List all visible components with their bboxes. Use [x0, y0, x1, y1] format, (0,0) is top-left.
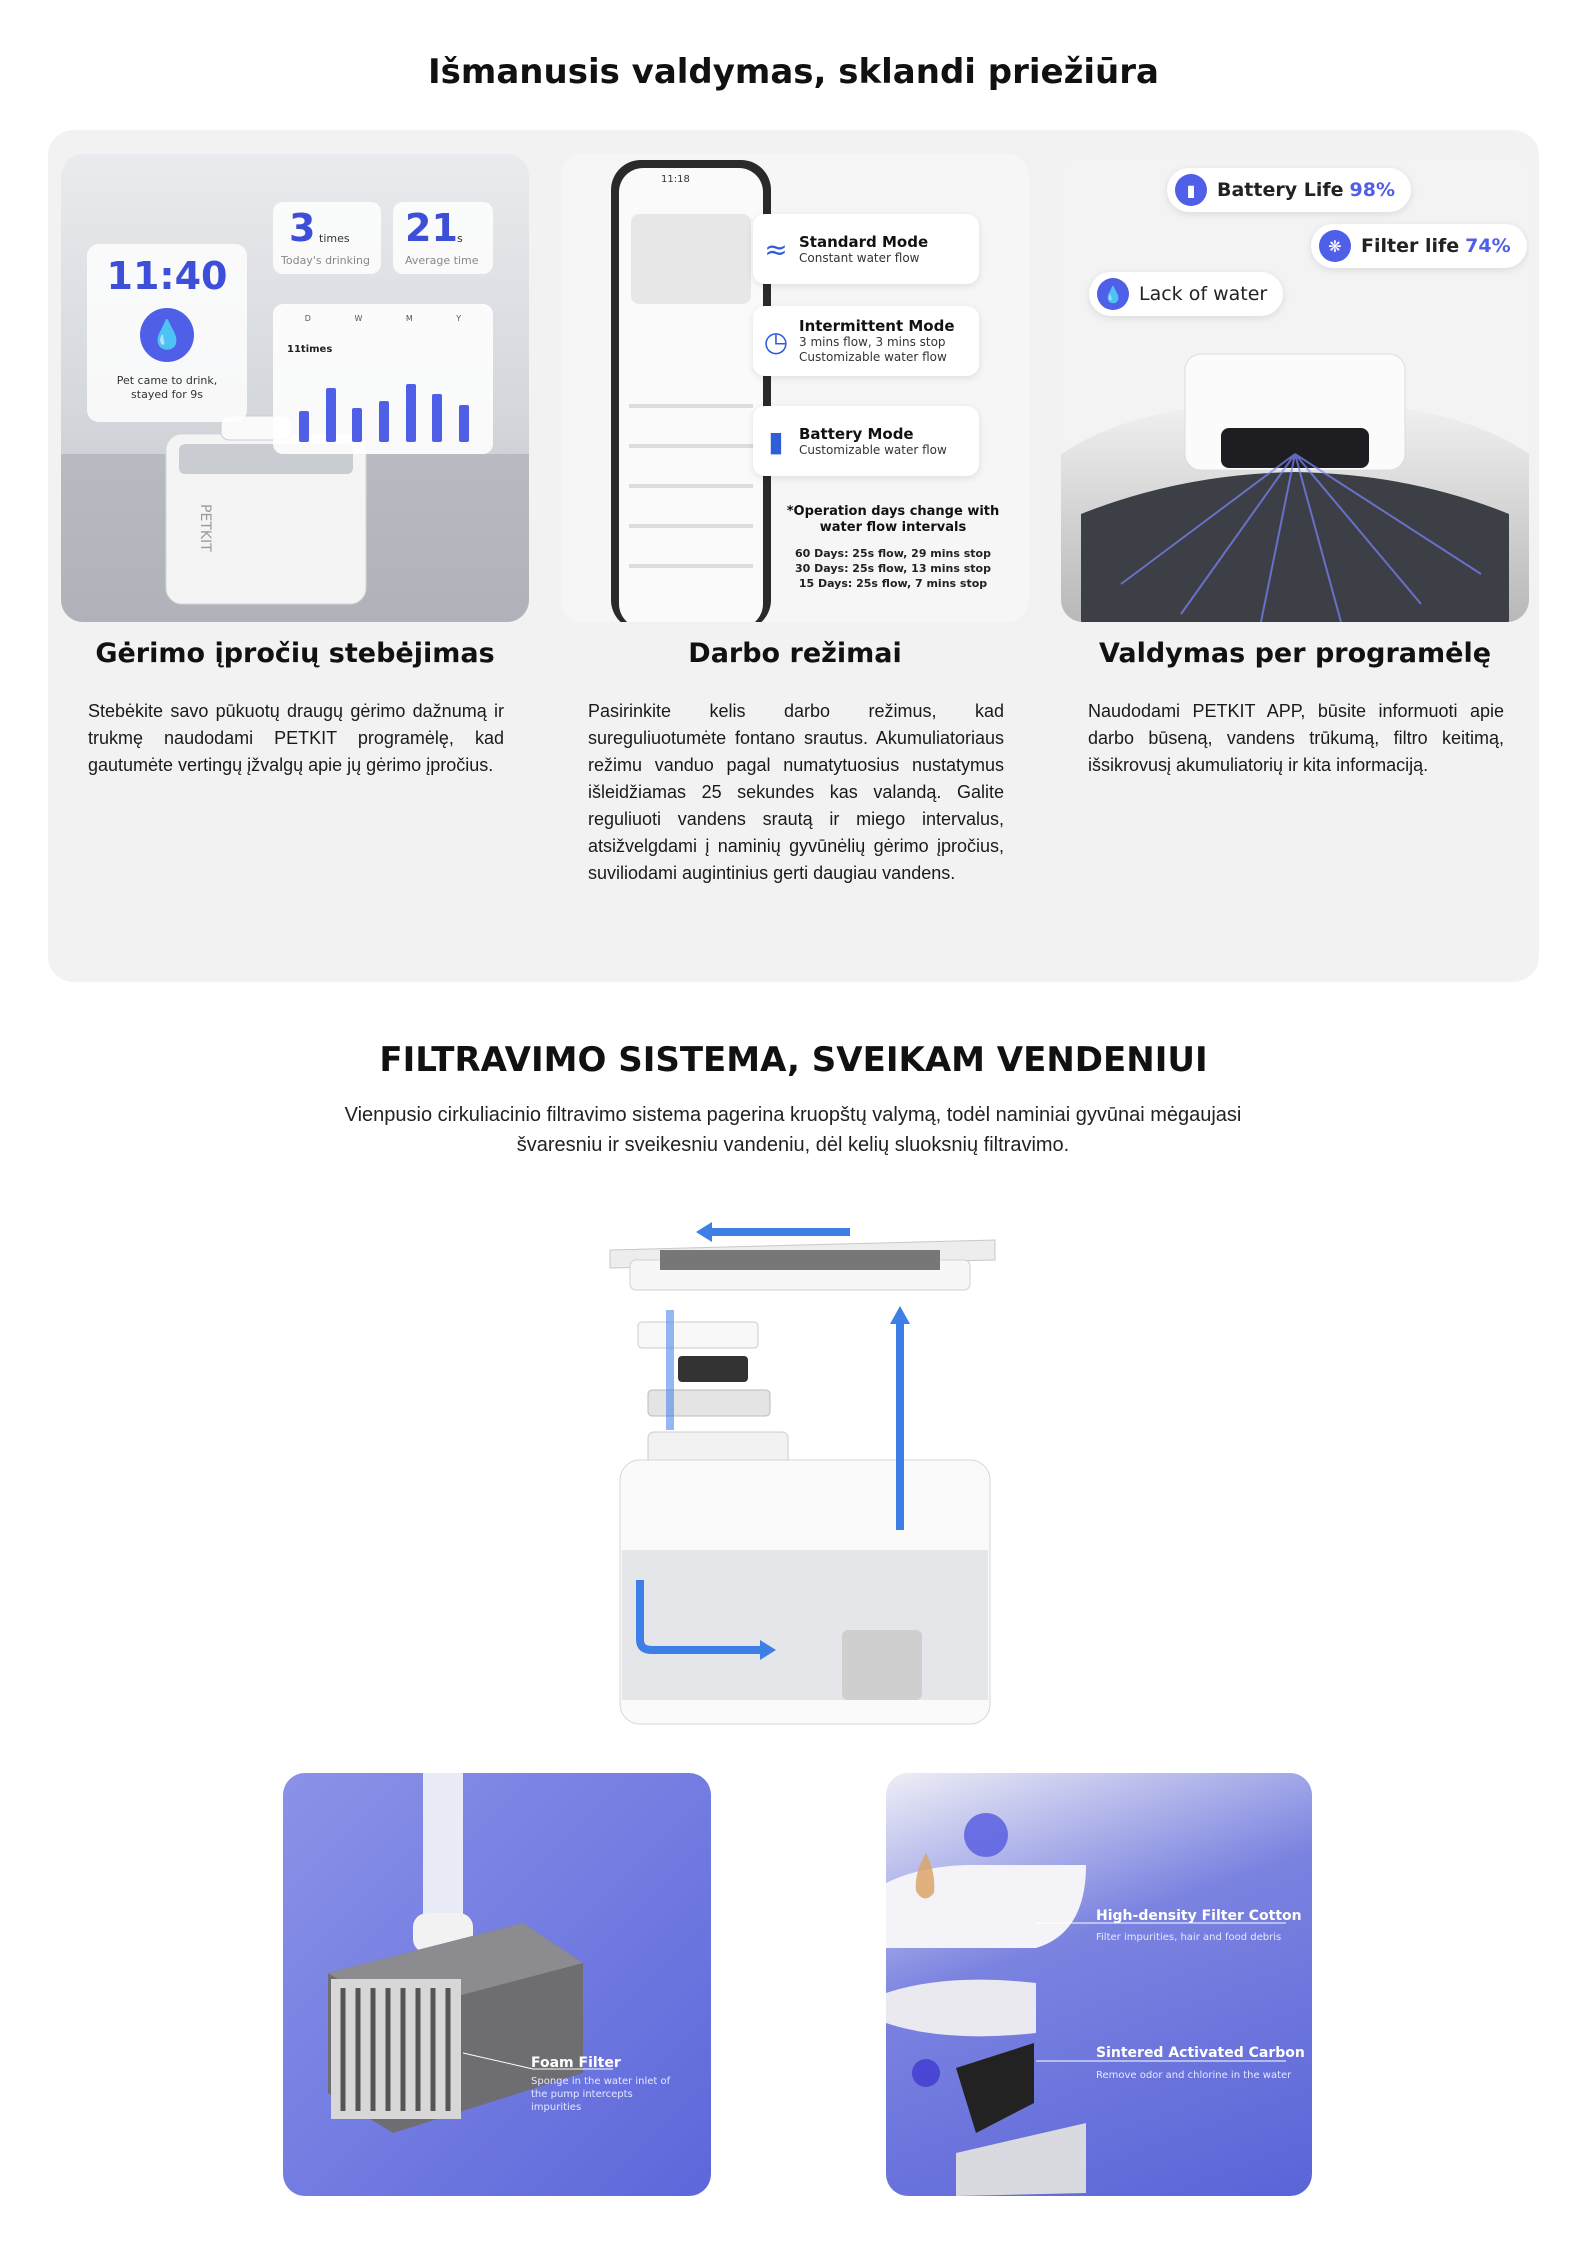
feature-text-modes: Pasirinkite kelis darbo režimus, kad sur… — [588, 701, 1004, 883]
phone-illustration — [611, 160, 771, 622]
phone-time: 11:18 — [661, 174, 690, 185]
feature-text-drinking: Stebėkite savo pūkuotų draugų gėrimo daž… — [88, 701, 504, 775]
chart-total: 11times — [287, 344, 333, 355]
filter-label: Filter life — [1361, 235, 1460, 257]
drinking-bars — [299, 374, 469, 442]
work-modes-image: 11:18 ≈ Standard Mode Constant water flo… — [561, 154, 1029, 622]
exploded-fountain-image — [600, 1210, 1010, 1730]
mode-card-battery: ▮ Battery Mode Customizable water flow — [753, 406, 979, 476]
drink-unit: times — [319, 232, 350, 245]
mode-card-standard: ≈ Standard Mode Constant water flow — [753, 214, 979, 284]
operation-note-lines: 60 Days: 25s flow, 29 mins stop 30 Days:… — [793, 546, 993, 591]
battery-icon: ▮ — [768, 424, 784, 458]
foam-filter-image: Foam Filter Sponge in the water inlet of… — [283, 1773, 711, 2196]
chart-tab: D — [304, 314, 311, 323]
drinking-bar — [379, 401, 389, 442]
filter-icon: ❋ — [1319, 230, 1351, 262]
average-label: Average time — [405, 254, 479, 267]
drinking-bar — [352, 408, 362, 442]
feature-title-modes: Darbo režimai — [688, 638, 902, 669]
average-value: 21 — [405, 206, 458, 250]
exploded-fountain-illustration — [609, 1222, 996, 1725]
activated-carbon-title: Sintered Activated Carbon — [1096, 2045, 1305, 2061]
clock-time: 11:40 — [106, 254, 228, 298]
water-drop-icon: 💧 — [140, 308, 194, 362]
lack-of-water-pill: 💧 Lack of water — [1089, 272, 1284, 316]
foam-filter-sub: Sponge in the water inlet of the pump in… — [531, 2076, 671, 2113]
water-drop-icon: 💧 — [1097, 278, 1129, 310]
battery-percent: 98% — [1349, 179, 1395, 201]
chart-tab: W — [354, 314, 363, 323]
battery-icon: ▮ — [1175, 174, 1207, 206]
filtration-description: Vienpusio cirkuliacinio filtravimo siste… — [344, 1104, 1242, 1156]
pet-note: Pet came to drink, stayed for 9s — [116, 374, 218, 401]
foam-filter-illustration — [328, 1773, 613, 2133]
mode-card-intermittent: ◷ Intermittent Mode 3 mins flow, 3 mins … — [753, 306, 979, 376]
operation-note-line: 15 Days: 25s flow, 7 mins stop — [798, 577, 988, 590]
section-title-filtration: FILTRAVIMO SISTEMA, SVEIKAM VENDENIUI — [379, 1040, 1208, 1080]
filter-life-pill: ❋ Filter life 74% — [1311, 224, 1527, 268]
brand-text: PETKIT — [197, 504, 213, 552]
drinking-habits-image: PETKIT 11:40 💧 Pet came to drink, stayed… — [61, 154, 529, 622]
battery-label: Battery Life — [1217, 179, 1344, 201]
mode-title: Battery Mode — [799, 424, 914, 443]
water-waves-icon: ≈ — [764, 232, 788, 266]
average-time-card: 21 s Average time — [393, 202, 493, 274]
drink-label: Today's drinking — [281, 254, 370, 267]
operation-note-title: *Operation days change with water flow i… — [786, 504, 1000, 535]
filter-cotton-sub: Filter impurities, hair and food debris — [1096, 1932, 1282, 1943]
filter-layers-image: High-density Filter Cotton Filter impuri… — [886, 1773, 1312, 2196]
chart-tab: M — [405, 314, 413, 323]
drinking-bar — [432, 394, 442, 442]
filter-cotton-title: High-density Filter Cotton — [1096, 1908, 1302, 1924]
mode-sub: 3 mins flow, 3 mins stop — [799, 335, 946, 349]
drinking-bar — [299, 411, 309, 442]
activated-carbon-sub: Remove odor and chlorine in the water — [1096, 2070, 1292, 2081]
mode-sub: Customizable water flow — [799, 442, 947, 457]
feature-title-app: Valdymas per programėlę — [1098, 638, 1492, 669]
filter-percent: 74% — [1465, 235, 1511, 257]
drinking-bar — [406, 384, 416, 442]
mode-sub: Customizable water flow — [799, 350, 947, 364]
foam-filter-title: Foam Filter — [531, 2055, 621, 2071]
chart-tab: Y — [456, 314, 462, 323]
average-unit: s — [457, 232, 463, 245]
feature-text-app: Naudodami PETKIT APP, būsite informuoti … — [1088, 701, 1504, 775]
section-title-smart-control: Išmanusis valdymas, sklandi priežiūra — [428, 52, 1159, 92]
operation-note-line: 30 Days: 25s flow, 13 mins stop — [795, 562, 991, 575]
fountain-top-illustration — [1061, 353, 1529, 622]
drink-count-card: 3 times Today's drinking — [273, 202, 381, 274]
drinking-bar — [459, 405, 469, 442]
battery-life-pill: ▮ Battery Life 98% — [1167, 168, 1411, 212]
drinking-chart-card: D W M Y 11times — [273, 304, 493, 454]
drinking-bar — [326, 388, 336, 442]
operation-note-line: 60 Days: 25s flow, 29 mins stop — [795, 547, 991, 560]
mode-sub: Constant water flow — [799, 250, 920, 265]
clock-icon: ◷ — [763, 324, 789, 358]
mode-title: Standard Mode — [799, 232, 929, 251]
filter-layers-illustration — [886, 1813, 1286, 2196]
feature-title-drinking: Gėrimo įpročių stebėjimas — [95, 638, 495, 669]
water-label: Lack of water — [1139, 283, 1268, 305]
clock-card: 11:40 💧 Pet came to drink, stayed for 9s — [87, 244, 247, 422]
app-control-image: ▮ Battery Life 98% ❋ Filter life 74% 💧 L… — [1061, 154, 1529, 622]
drink-count: 3 — [289, 206, 316, 250]
mode-title: Intermittent Mode — [799, 317, 955, 335]
